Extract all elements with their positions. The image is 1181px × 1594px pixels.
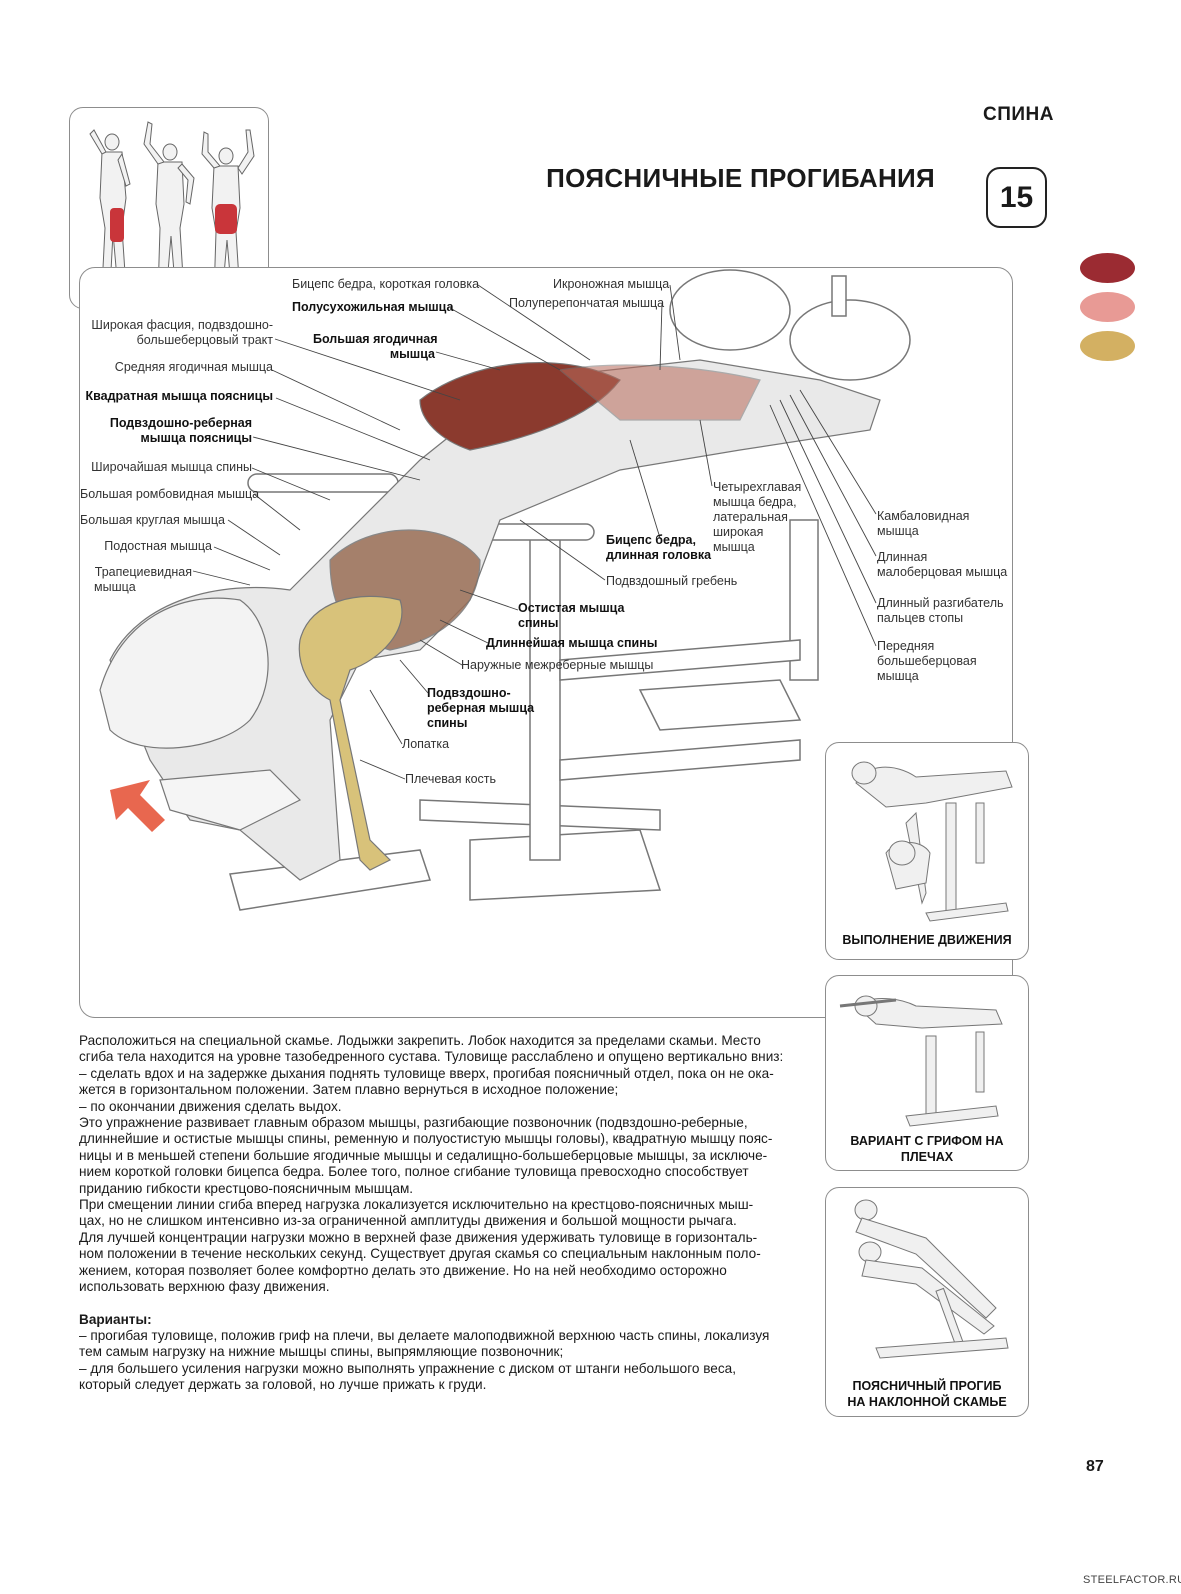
label-quadriceps-vastus-lateralis: Четырехглавая мышца бедра, латеральная ш…	[713, 480, 801, 555]
label-iliocostalis-lumborum: Подвздошно-реберная мышца поясницы	[80, 416, 252, 446]
text-line: цах, но не слишком интенсивно из-за огра…	[79, 1213, 737, 1229]
label-iliocostalis: Подвздошно- реберная мышца спины	[427, 686, 534, 731]
label-quadriceps-line4: широкая	[713, 525, 764, 539]
label-soleus-line2: мышца	[877, 524, 919, 538]
label-tibialis-line2: большеберцовая	[877, 654, 977, 668]
label-soleus: Камбаловидная мышца	[877, 509, 969, 539]
label-spinalis-line1: Остистая мышца	[518, 601, 625, 615]
page-title: ПОЯСНИЧНЫЕ ПРОГИБАНИЯ	[546, 163, 935, 193]
label-gluteus-maximus-line2: мышца	[389, 347, 435, 361]
label-rhomboid-major: Большая ромбовидная мышца	[80, 487, 260, 501]
text-line: При смещении линии сгиба вперед нагрузка…	[79, 1197, 754, 1213]
variant-caption-incline: ПОЯСНИЧНЫЙ ПРОГИБ НА НАКЛОННОЙ СКАМЬЕ	[826, 1378, 1028, 1410]
label-trapezius: Трапециевидная мышца	[80, 565, 192, 595]
text-line: Расположиться на специальной скамье. Лод…	[79, 1033, 761, 1048]
label-quadriceps-line1: Четырехглавая	[713, 480, 802, 494]
label-trapezius-line2: мышца	[94, 580, 136, 594]
label-semimembranosus: Полуперепончатая мышца	[509, 296, 665, 310]
text-line: – прогибая туловище, положив гриф на пле…	[79, 1327, 770, 1343]
label-gastrocnemius: Икроножная мышца	[553, 277, 670, 291]
variant-caption-incline-line2: НА НАКЛОННОЙ СКАМЬЕ	[847, 1395, 1007, 1409]
label-quadriceps-line5: мышца	[713, 540, 755, 554]
variant-panel-incline: ПОЯСНИЧНЫЙ ПРОГИБ НА НАКЛОННОЙ СКАМЬЕ	[825, 1187, 1029, 1417]
text-line: жением, которая позволяет более комфортн…	[79, 1262, 727, 1278]
label-biceps-femoris-short: Бицепс бедра, короткая головка	[292, 277, 480, 291]
text-line: приданию гибкости крестцово-поясничным м…	[79, 1180, 414, 1196]
exercise-number-badge: 15	[986, 167, 1047, 228]
variant-panel-execution: ВЫПОЛНЕНИЕ ДВИЖЕНИЯ	[825, 742, 1029, 960]
site-watermark: STEELFACTOR.RU	[1083, 1574, 1181, 1586]
variant-panel-barbell: ВАРИАНТ С ГРИФОМ НА ПЛЕЧАХ	[825, 975, 1029, 1171]
label-quadratus-lumborum: Квадратная мышца поясницы	[85, 389, 273, 403]
variant-caption-execution: ВЫПОЛНЕНИЕ ДВИЖЕНИЯ	[842, 933, 1012, 947]
text-line: – по окончании движения сделать выдох.	[79, 1098, 342, 1114]
label-extensor-line1: Длинный разгибатель	[877, 596, 1004, 610]
variant-caption-barbell: ВАРИАНТ С ГРИФОМ НА ПЛЕЧАХ	[850, 1134, 1004, 1164]
execution-illustration	[851, 761, 1013, 922]
legend-dot-tendon	[1080, 331, 1135, 361]
label-biceps-femoris-long: Бицепс бедра, длинная головка	[606, 533, 711, 563]
text-line: который следует держать за головой, но л…	[79, 1377, 487, 1393]
legend-dot-primary	[1080, 253, 1135, 283]
label-tibialis-anterior: Передняя большеберцовая мышца	[877, 639, 977, 684]
label-peroneus-longus: Длинная малоберцовая мышца	[877, 550, 1007, 580]
label-semitendinosus: Полусухожильная мышца	[292, 300, 454, 314]
text-line: ницы и в меньшей степени большие ягодичн…	[79, 1147, 768, 1163]
incline-variant-illustration	[854, 1199, 1009, 1359]
label-iliocostalis-line1: Подвздошно-	[427, 686, 511, 700]
label-gluteus-medius: Средняя ягодичная мышца	[114, 360, 273, 374]
text-line: Это упражнение развивает главным образом…	[79, 1115, 748, 1131]
label-soleus-line1: Камбаловидная	[877, 509, 970, 523]
variant-caption-incline-line1: ПОЯСНИЧНЫЙ ПРОГИБ	[852, 1379, 1002, 1393]
label-fascia-lata-line2: большеберцовый тракт	[136, 333, 273, 347]
label-tibialis-line1: Передняя	[877, 639, 935, 653]
text-line: тем самым нагрузку на нижние мышцы спины…	[79, 1344, 564, 1360]
label-humerus: Плечевая кость	[405, 772, 497, 786]
label-iliocostalis-lumborum-line1: Подвздошно-реберная	[109, 416, 252, 430]
label-quadriceps-line3: латеральная	[713, 510, 788, 524]
text-line: нием короткой головки бицепса бедра. Бол…	[79, 1164, 749, 1180]
text-line: – для большего усиления нагрузки можно в…	[79, 1360, 736, 1376]
label-trapezius-line1: Трапециевидная	[94, 565, 192, 579]
label-gluteus-maximus-line1: Большая ягодичная	[313, 332, 438, 346]
label-biceps-long-line2: длинная головка	[606, 548, 712, 562]
barbell-variant-illustration	[839, 995, 1003, 1127]
label-iliac-crest: Подвздошный гребень	[606, 574, 738, 588]
label-extensor-line2: пальцев стопы	[877, 611, 964, 625]
page-number: 87	[1086, 1458, 1104, 1475]
text-line: использовать верхнюю фазу движения.	[79, 1279, 330, 1295]
label-scapula: Лопатка	[402, 737, 450, 751]
label-spinalis: Остистая мышца спины	[518, 601, 624, 631]
text-line: – сделать вдох и на задержке дыхания под…	[79, 1065, 774, 1081]
label-spinalis-line2: спины	[518, 616, 559, 630]
text-line: жется в горизонтальном положении. Затем …	[79, 1082, 619, 1098]
label-gluteus-maximus: Большая ягодичная мышца	[313, 332, 438, 362]
label-peroneus-longus-line1: Длинная	[877, 550, 928, 564]
label-longissimus: Длиннейшая мышца спины	[486, 636, 658, 650]
text-line: сгиба тела находится на уровне тазобедре…	[79, 1049, 784, 1065]
label-infraspinatus: Подостная мышца	[104, 539, 212, 553]
anatomy-figures-illustration	[89, 121, 255, 299]
label-tibialis-line3: мышца	[877, 669, 919, 683]
label-fascia-lata-line1: Широкая фасция, подвздошно-	[91, 318, 273, 332]
text-line: длиннейшие и остистые мышцы спины, ремен…	[79, 1131, 773, 1147]
label-iliocostalis-line2: реберная мышца	[427, 701, 535, 715]
exercise-description: Расположиться на специальной скамье. Лод…	[79, 1033, 824, 1394]
text-line: ном положении в течение нескольких секун…	[79, 1246, 761, 1262]
label-iliocostalis-line3: спины	[427, 716, 468, 730]
variants-heading: Варианты:	[79, 1311, 152, 1327]
label-external-intercostals: Наружные межреберные мышцы	[461, 658, 654, 672]
label-extensor-digitorum-longus: Длинный разгибатель пальцев стопы	[877, 596, 1004, 626]
label-fascia-lata: Широкая фасция, подвздошно- большеберцов…	[90, 318, 273, 348]
label-iliocostalis-lumborum-line2: мышца поясницы	[140, 431, 252, 445]
label-latissimus-dorsi: Широчайшая мышца спины	[91, 460, 252, 474]
legend-dot-secondary	[1080, 292, 1135, 322]
section-title: СПИНА	[983, 104, 1054, 125]
label-teres-major: Большая круглая мышца	[80, 513, 225, 527]
label-quadriceps-line2: мышца бедра,	[713, 495, 797, 509]
label-biceps-long-line1: Бицепс бедра,	[606, 533, 696, 547]
text-line: Для лучшей концентрации нагрузки можно в…	[79, 1229, 758, 1245]
label-peroneus-longus-line2: малоберцовая мышца	[877, 565, 1008, 579]
